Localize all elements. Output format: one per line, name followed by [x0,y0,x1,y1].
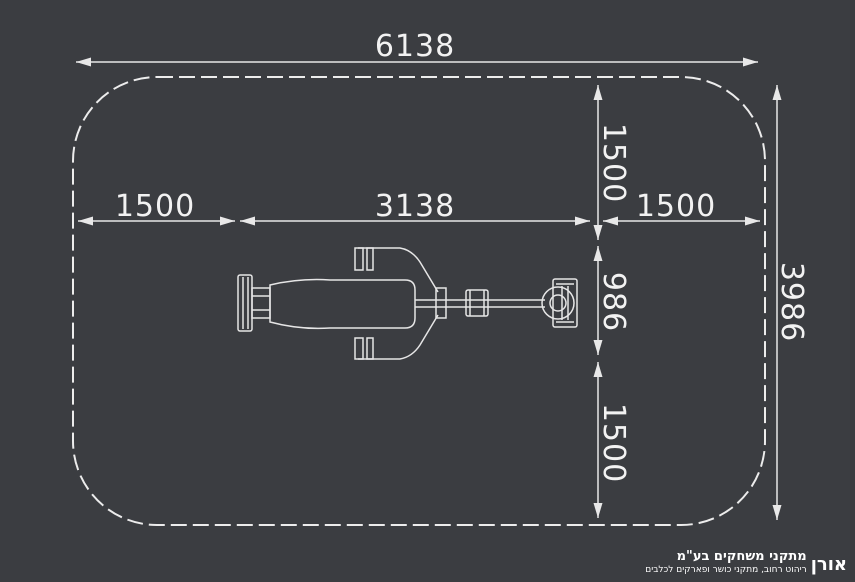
logo-text-block: מתקני משחקים בע"מ ריהוט רחוב, מתקני כושר… [645,549,806,576]
overall-width-label: 6138 [375,29,455,64]
overall-depth-label: 3986 [774,262,809,342]
logo-title: מתקני משחקים בע"מ [676,549,807,564]
fitness-equipment-top-view [237,247,578,360]
logo-subtitle: ריהוט רחוב, מתקני כושר ופארקים לכלבים [645,565,807,575]
right-clearance-label: 1500 [636,189,716,224]
equipment-length-label: 3138 [375,189,455,224]
bottom-clearance-label: 1500 [596,403,631,483]
left-clearance-label: 1500 [115,189,195,224]
safety-zone-boundary [72,76,766,526]
equipment-width-label: 986 [596,272,631,332]
top-clearance-label: 1500 [596,123,631,203]
company-logo: אורן מתקני משחקים בע"מ ריהוט רחוב, מתקני… [645,549,847,576]
logo-brand-mark: אורן [810,554,847,575]
